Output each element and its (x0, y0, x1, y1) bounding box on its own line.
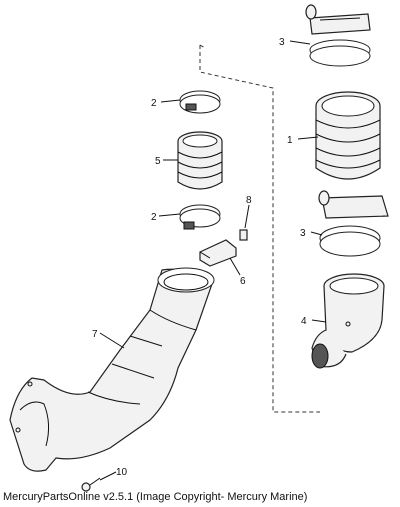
corrugated-sleeve (177, 131, 223, 190)
copyright-caption: MercuryPartsOnline v2.5.1 (Image Copyrig… (3, 491, 308, 503)
clamp-lower (179, 204, 221, 230)
large-coupler-sleeve (315, 91, 381, 180)
hose-clamp-top (305, 4, 371, 67)
callout-3-middle: 3 (300, 228, 306, 239)
callout-1: 1 (287, 135, 293, 146)
callout-6: 6 (240, 276, 246, 287)
hose-clamp-middle (318, 190, 389, 257)
screw (81, 477, 101, 492)
small-plug (239, 229, 248, 241)
assembly-guide-lines (199, 44, 320, 413)
clamp-upper (179, 90, 221, 114)
leader-lines (99, 40, 327, 481)
callout-10: 10 (116, 467, 128, 478)
callout-2-lower: 2 (151, 212, 157, 223)
elbow-adapter (311, 273, 385, 369)
intake-duct (9, 267, 215, 472)
callout-3-top: 3 (279, 37, 285, 48)
callout-8: 8 (246, 195, 252, 206)
callout-2-upper: 2 (151, 98, 157, 109)
callout-5: 5 (155, 156, 161, 167)
gasket-seal (199, 239, 237, 267)
callout-7: 7 (92, 329, 98, 340)
callout-4: 4 (301, 316, 307, 327)
